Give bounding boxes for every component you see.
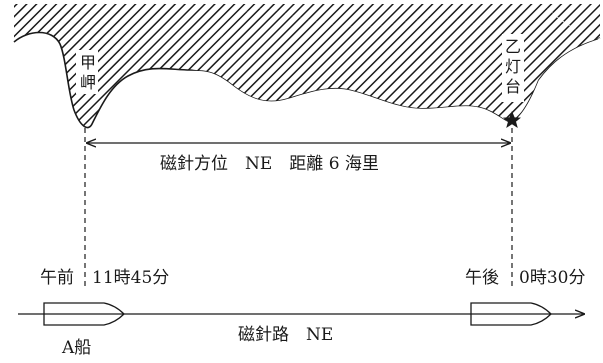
start-time-label: 午前 — [40, 268, 74, 288]
lighthouse-star-icon — [503, 111, 521, 128]
start-time-value: 11時45分 — [92, 268, 169, 288]
course-label: 磁針路 NE — [238, 325, 333, 345]
ship-name-label: A船 — [61, 338, 91, 358]
land-hatch-fill — [190, 6, 600, 122]
point-b-label-2: 灯 — [505, 57, 521, 76]
point-a-label-2: 岬 — [80, 73, 96, 92]
end-time-label: 午後 — [465, 268, 499, 288]
label-bg-b — [502, 34, 524, 102]
point-a-label-1: 甲 — [80, 53, 96, 72]
end-time-value: 0時30分 — [519, 268, 585, 288]
point-b-label-1: 乙 — [505, 37, 521, 56]
land-mass — [14, 4, 600, 128]
label-bg-a — [76, 50, 98, 94]
point-b-label-3: 台 — [505, 77, 521, 96]
bearing-label: 磁針方位 NE 距離 6 海里 — [160, 154, 379, 174]
